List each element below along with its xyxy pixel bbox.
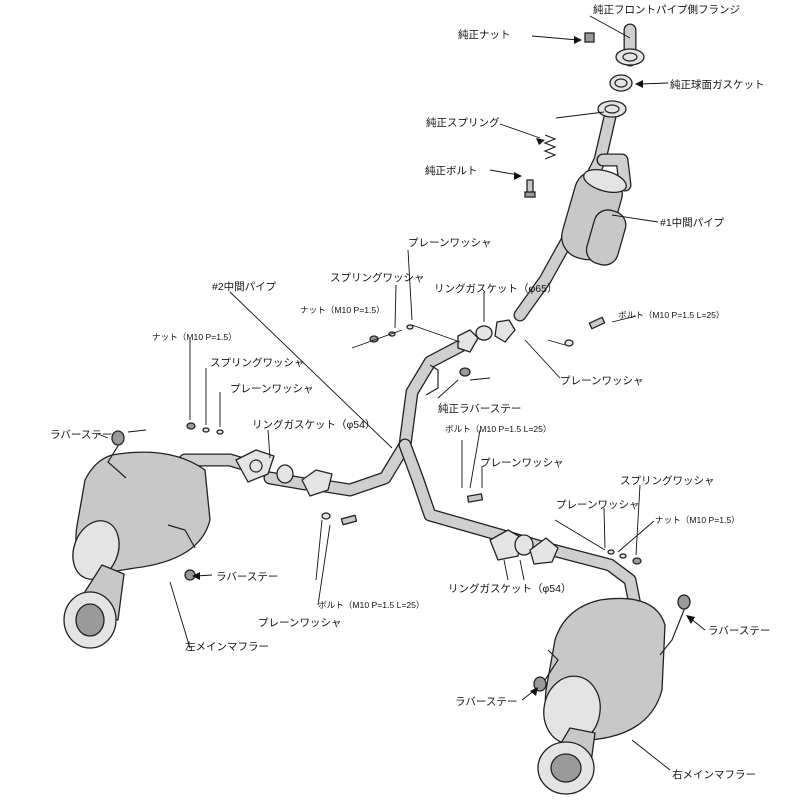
label-mid-pipe-2: #2中間パイプ xyxy=(212,280,277,293)
label-plain-washer-right: プレーンワッシャ xyxy=(560,375,643,387)
label-plain-washer-bottom: プレーンワッシャ xyxy=(258,617,341,629)
front-flange-assembly xyxy=(524,32,645,198)
label-oem-bolt: 純正ボルト xyxy=(425,164,478,177)
labels: 純正フロントパイプ側フランジ 純正ナット 純正球面ガスケット 純正スプリング 純… xyxy=(50,3,770,781)
label-rubber-stay-right-top: ラバーステー xyxy=(708,625,770,637)
leader-lines xyxy=(97,15,706,771)
label-bolt-left: ボルト（M10 P=1.5 L=25） xyxy=(318,600,425,610)
label-spring-washer-top: スプリングワッシャ xyxy=(330,271,425,284)
label-plain-washer-mid: プレーンワッシャ xyxy=(480,457,563,469)
label-oem-nut: 純正ナット xyxy=(458,28,511,41)
label-spring-washer-right: スプリングワッシャ xyxy=(620,474,715,487)
label-oem-spring: 純正スプリング xyxy=(426,116,500,129)
label-rubber-stay-left-top: ラバーステー xyxy=(50,429,112,441)
label-plain-washer-top: プレーンワッシャ xyxy=(408,237,491,249)
label-ring-gasket-65: リングガスケット（φ65） xyxy=(434,282,558,295)
label-plain-washer-left: プレーンワッシャ xyxy=(230,383,313,395)
label-mid-pipe-1: #1中間パイプ xyxy=(660,216,725,229)
label-plain-washer-right2: プレーンワッシャ xyxy=(556,499,639,511)
label-ring-gasket-54-right: リングガスケット（φ54） xyxy=(448,582,572,595)
label-bolt-mid: ボルト（M10 P=1.5 L=25） xyxy=(445,424,552,434)
label-ring-gasket-54-left: リングガスケット（φ54） xyxy=(252,418,376,431)
right-flange-assembly xyxy=(466,493,642,565)
left-main-muffler xyxy=(63,430,211,649)
label-front-flange: 純正フロントパイプ側フランジ xyxy=(593,3,740,16)
label-spring-washer-left: スプリングワッシャ xyxy=(210,356,305,369)
label-left-main-muffler: 左メインマフラー xyxy=(185,640,269,653)
mid-flange-top xyxy=(369,316,606,396)
left-flange-assembly xyxy=(186,422,358,526)
resonator xyxy=(561,168,627,266)
label-oem-rubber-stay: 純正ラバーステー xyxy=(438,402,521,415)
label-right-main-muffler: 右メインマフラー xyxy=(672,768,756,781)
label-nut-right: ナット（M10 P=1.5） xyxy=(655,515,740,525)
label-rubber-stay-left-bottom: ラバーステー xyxy=(216,571,278,583)
label-rubber-stay-right-bottom: ラバーステー xyxy=(455,696,517,708)
label-oem-sphere-gasket: 純正球面ガスケット xyxy=(670,78,765,91)
label-nut-top: ナット（M10 P=1.5） xyxy=(300,305,385,315)
label-bolt-top: ボルト（M10 P=1.5 L=25） xyxy=(618,310,725,320)
label-nut-left: ナット（M10 P=1.5） xyxy=(152,332,237,342)
right-main-muffler xyxy=(533,594,691,795)
